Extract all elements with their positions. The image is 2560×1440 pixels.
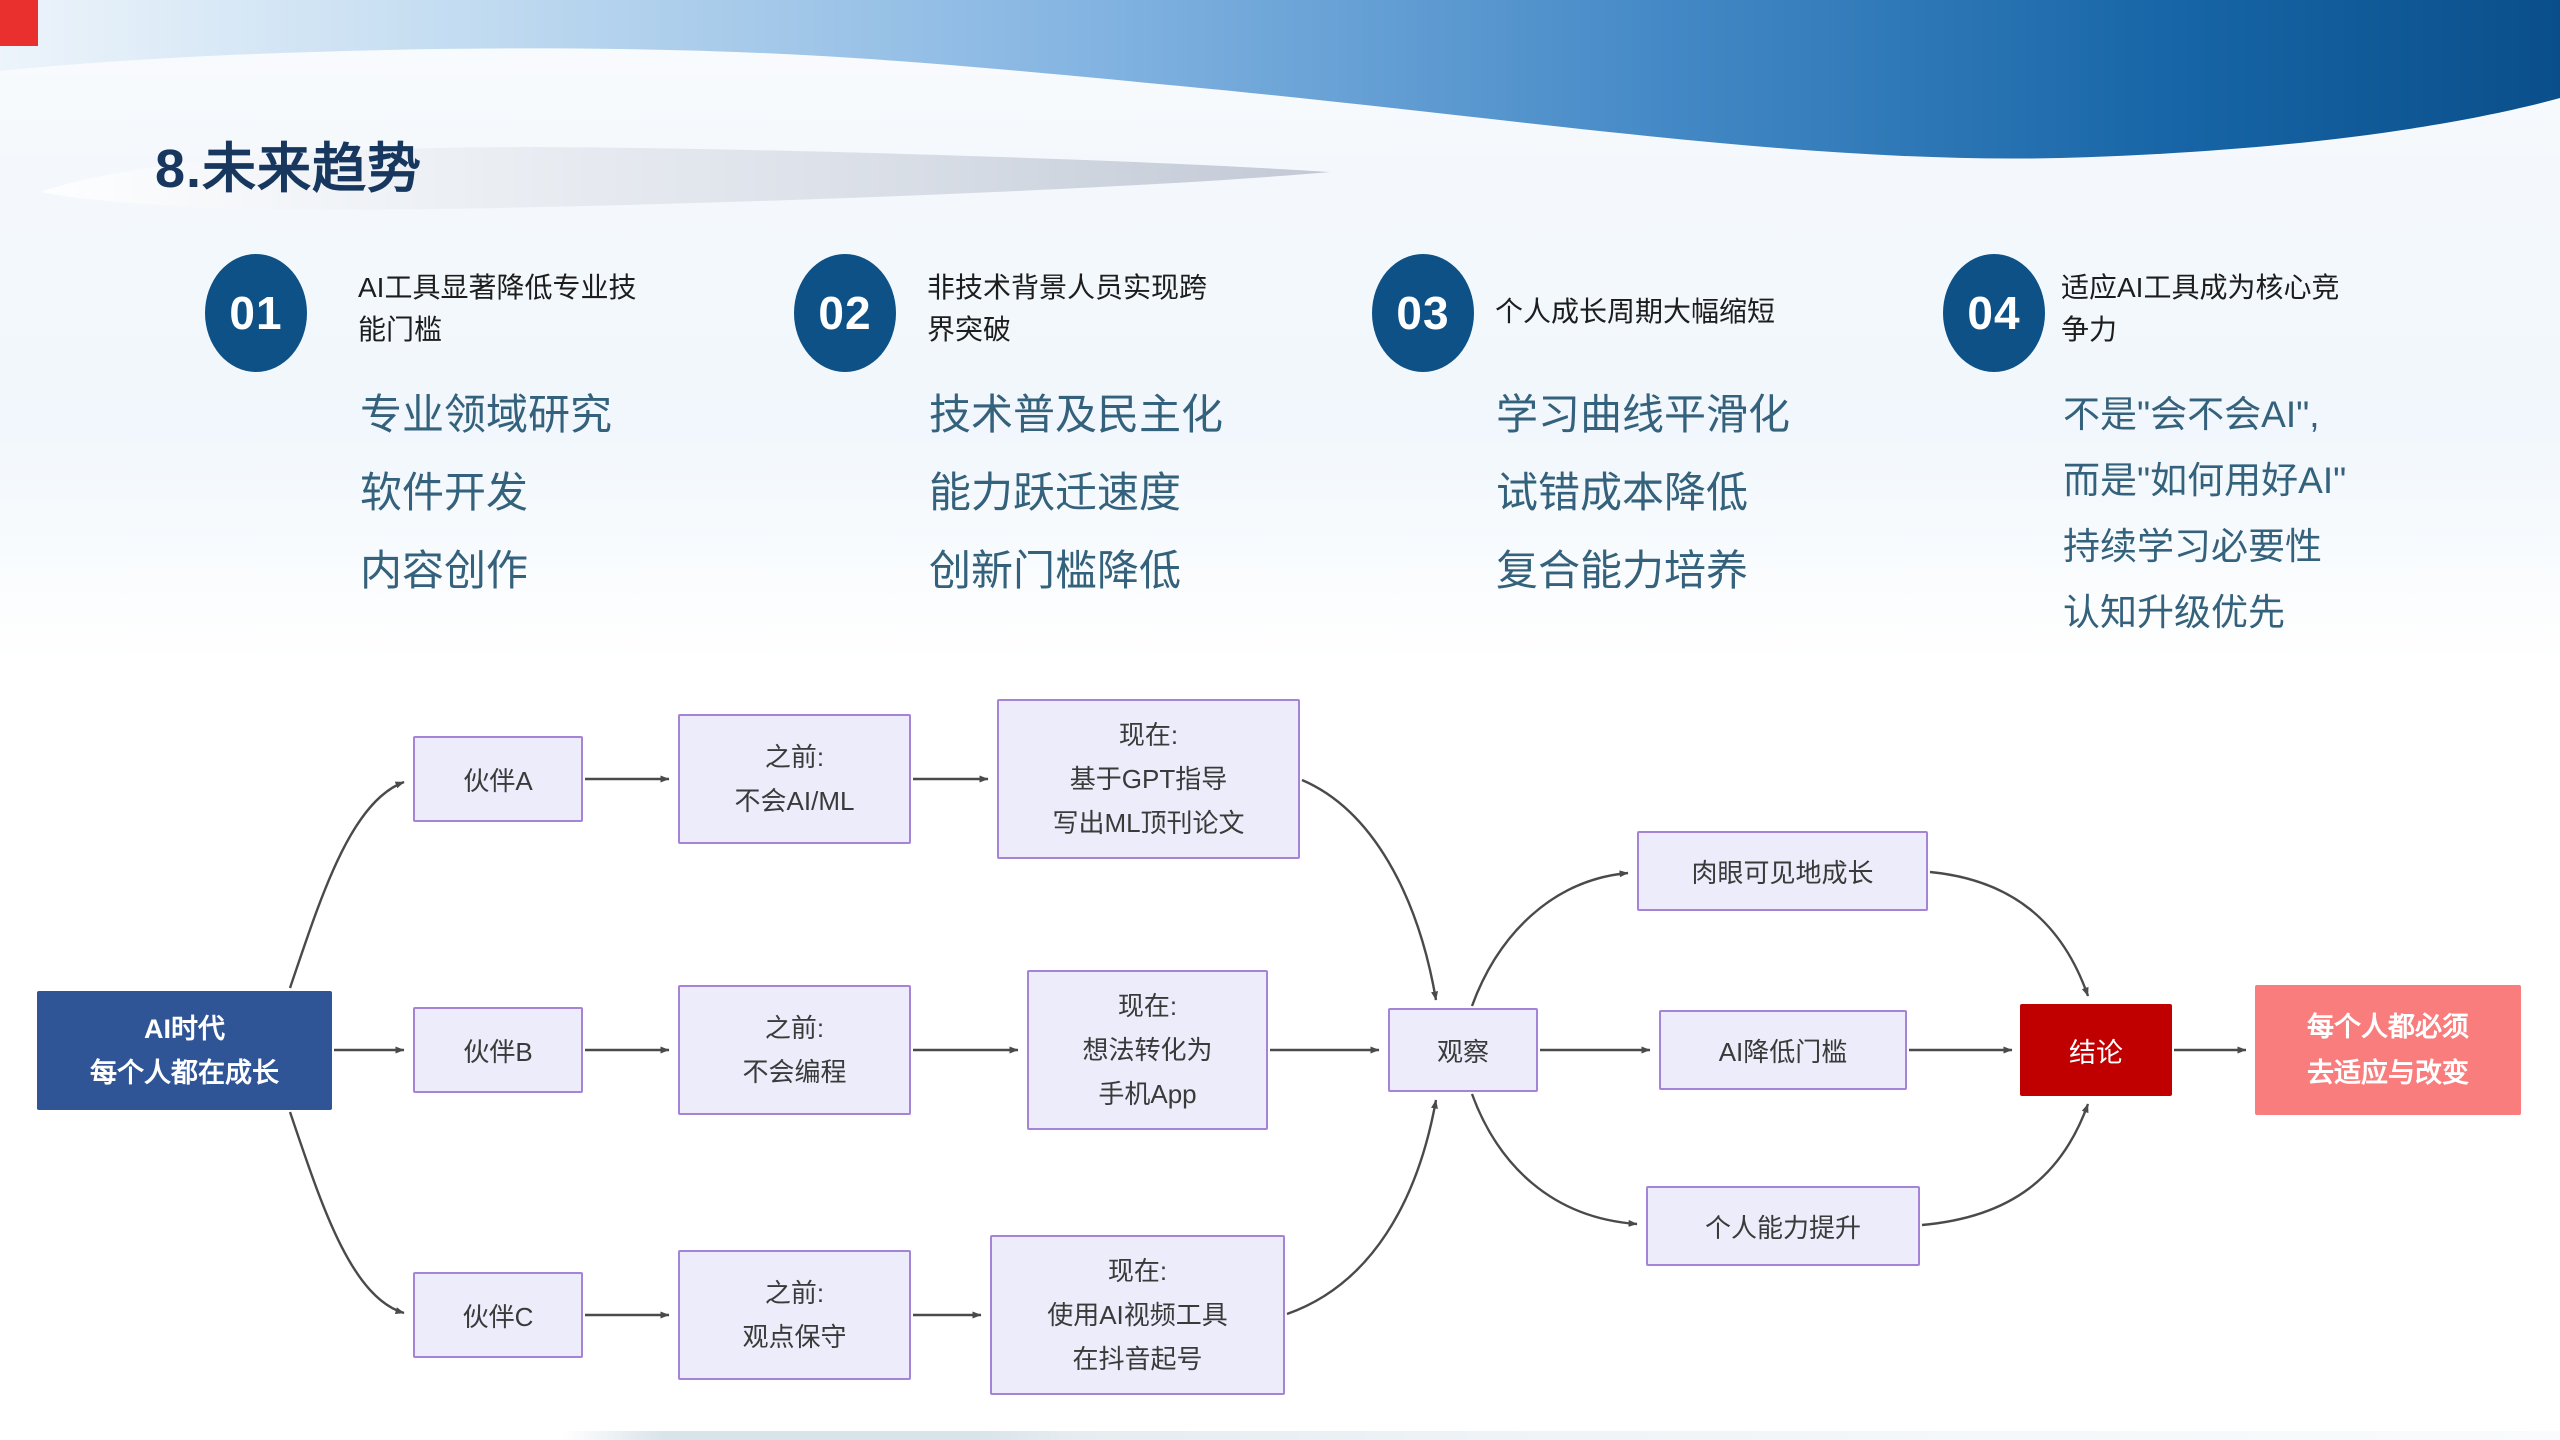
- wave-band: [0, 0, 2560, 159]
- trend-item: 试错成本降低: [1496, 469, 1749, 516]
- trend-number: 04: [1967, 287, 2021, 339]
- arrow-growth-conclusion: [1929, 870, 2090, 997]
- trend-number-badge: 04: [1943, 254, 2045, 372]
- trend-item-list: 学习曲线平滑化 试错成本降低 复合能力培养: [1496, 390, 1976, 624]
- flow-outcome-growth-node: 肉眼可见地成长: [1637, 831, 1928, 911]
- arrow-nowC-observe: [1286, 1099, 1438, 1316]
- trend-heading: 非技术背景人员实现跨 界突破: [927, 272, 1208, 345]
- flow-before-b-node: 之前: 不会编程: [678, 985, 911, 1115]
- flow-now-b-node: 现在: 想法转化为 手机App: [1027, 970, 1268, 1130]
- flow-conclusion-node: 结论: [2020, 1004, 2172, 1096]
- flow-observe-node: 观察: [1388, 1008, 1538, 1092]
- trend-number-badge: 01: [205, 254, 307, 372]
- flow-partner-a-node: 伙伴A: [413, 736, 583, 822]
- arrow-observe-ability: [1470, 1093, 1638, 1227]
- trend-item: 技术普及民主化: [929, 391, 1224, 438]
- arrow-observe-growth: [1470, 870, 1629, 1007]
- flow-now-c-node: 现在: 使用AI视频工具 在抖音起号: [990, 1235, 1285, 1395]
- arrow-ability-conclusion: [1921, 1103, 2090, 1227]
- bottom-accent-strip: [0, 1431, 2560, 1440]
- trend-item: 学习曲线平滑化: [1496, 391, 1791, 438]
- page-title: 8.未来趋势: [155, 139, 423, 199]
- trend-item-list: 技术普及民主化 能力跃迁速度 创新门槛降低: [929, 390, 1409, 624]
- trend-number: 02: [818, 287, 872, 339]
- arrow-start-partnerA: [288, 780, 405, 989]
- trend-item: 而是"如何用好AI": [2063, 460, 2347, 501]
- trend-item: 软件开发: [360, 469, 529, 516]
- flow-before-a-node: 之前: 不会AI/ML: [678, 714, 911, 844]
- flow-outcome-ability-node: 个人能力提升: [1646, 1186, 1920, 1266]
- trend-number: 03: [1396, 287, 1450, 339]
- trend-number: 01: [229, 287, 283, 339]
- trend-item: 内容创作: [360, 547, 529, 594]
- trend-item: 能力跃迁速度: [929, 469, 1182, 516]
- flow-now-a-node: 现在: 基于GPT指导 写出ML顶刊论文: [997, 699, 1300, 859]
- trend-number-badge: 03: [1372, 254, 1474, 372]
- flow-final-node: 每个人都必须 去适应与改变: [2255, 985, 2521, 1115]
- trend-item: 认知升级优先: [2063, 592, 2285, 633]
- trend-item: 持续学习必要性: [2063, 526, 2322, 567]
- flow-partner-c-node: 伙伴C: [413, 1272, 583, 1358]
- header-wave-graphic: [0, 0, 2560, 210]
- flow-start-node: AI时代 每个人都在成长: [37, 991, 332, 1110]
- corner-record-mark: [0, 0, 38, 46]
- flow-partner-b-node: 伙伴B: [413, 1007, 583, 1093]
- trend-heading: 个人成长周期大幅缩短: [1495, 296, 1776, 327]
- trend-item: 专业领域研究: [360, 391, 613, 438]
- trend-item: 复合能力培养: [1496, 547, 1749, 594]
- trend-heading: AI工具显著降低专业技 能门槛: [358, 272, 637, 345]
- flow-before-c-node: 之前: 观点保守: [678, 1250, 911, 1380]
- trend-item: 不是"会不会AI",: [2063, 394, 2320, 435]
- trend-heading: 适应AI工具成为核心竞 争力: [2061, 272, 2340, 345]
- trend-item-list: 专业领域研究 软件开发 内容创作: [360, 390, 840, 624]
- trend-item: 创新门槛降低: [929, 547, 1182, 594]
- arrow-nowA-observe: [1301, 778, 1439, 1001]
- flow-outcome-threshold-node: AI降低门槛: [1659, 1010, 1907, 1090]
- wave-leaf: [40, 147, 1330, 210]
- arrow-start-partnerC: [288, 1111, 405, 1315]
- trend-item-list: 不是"会不会AI", 而是"如何用好AI" 持续学习必要性 认知升级优先: [2063, 391, 2543, 655]
- trend-number-badge: 02: [794, 254, 896, 372]
